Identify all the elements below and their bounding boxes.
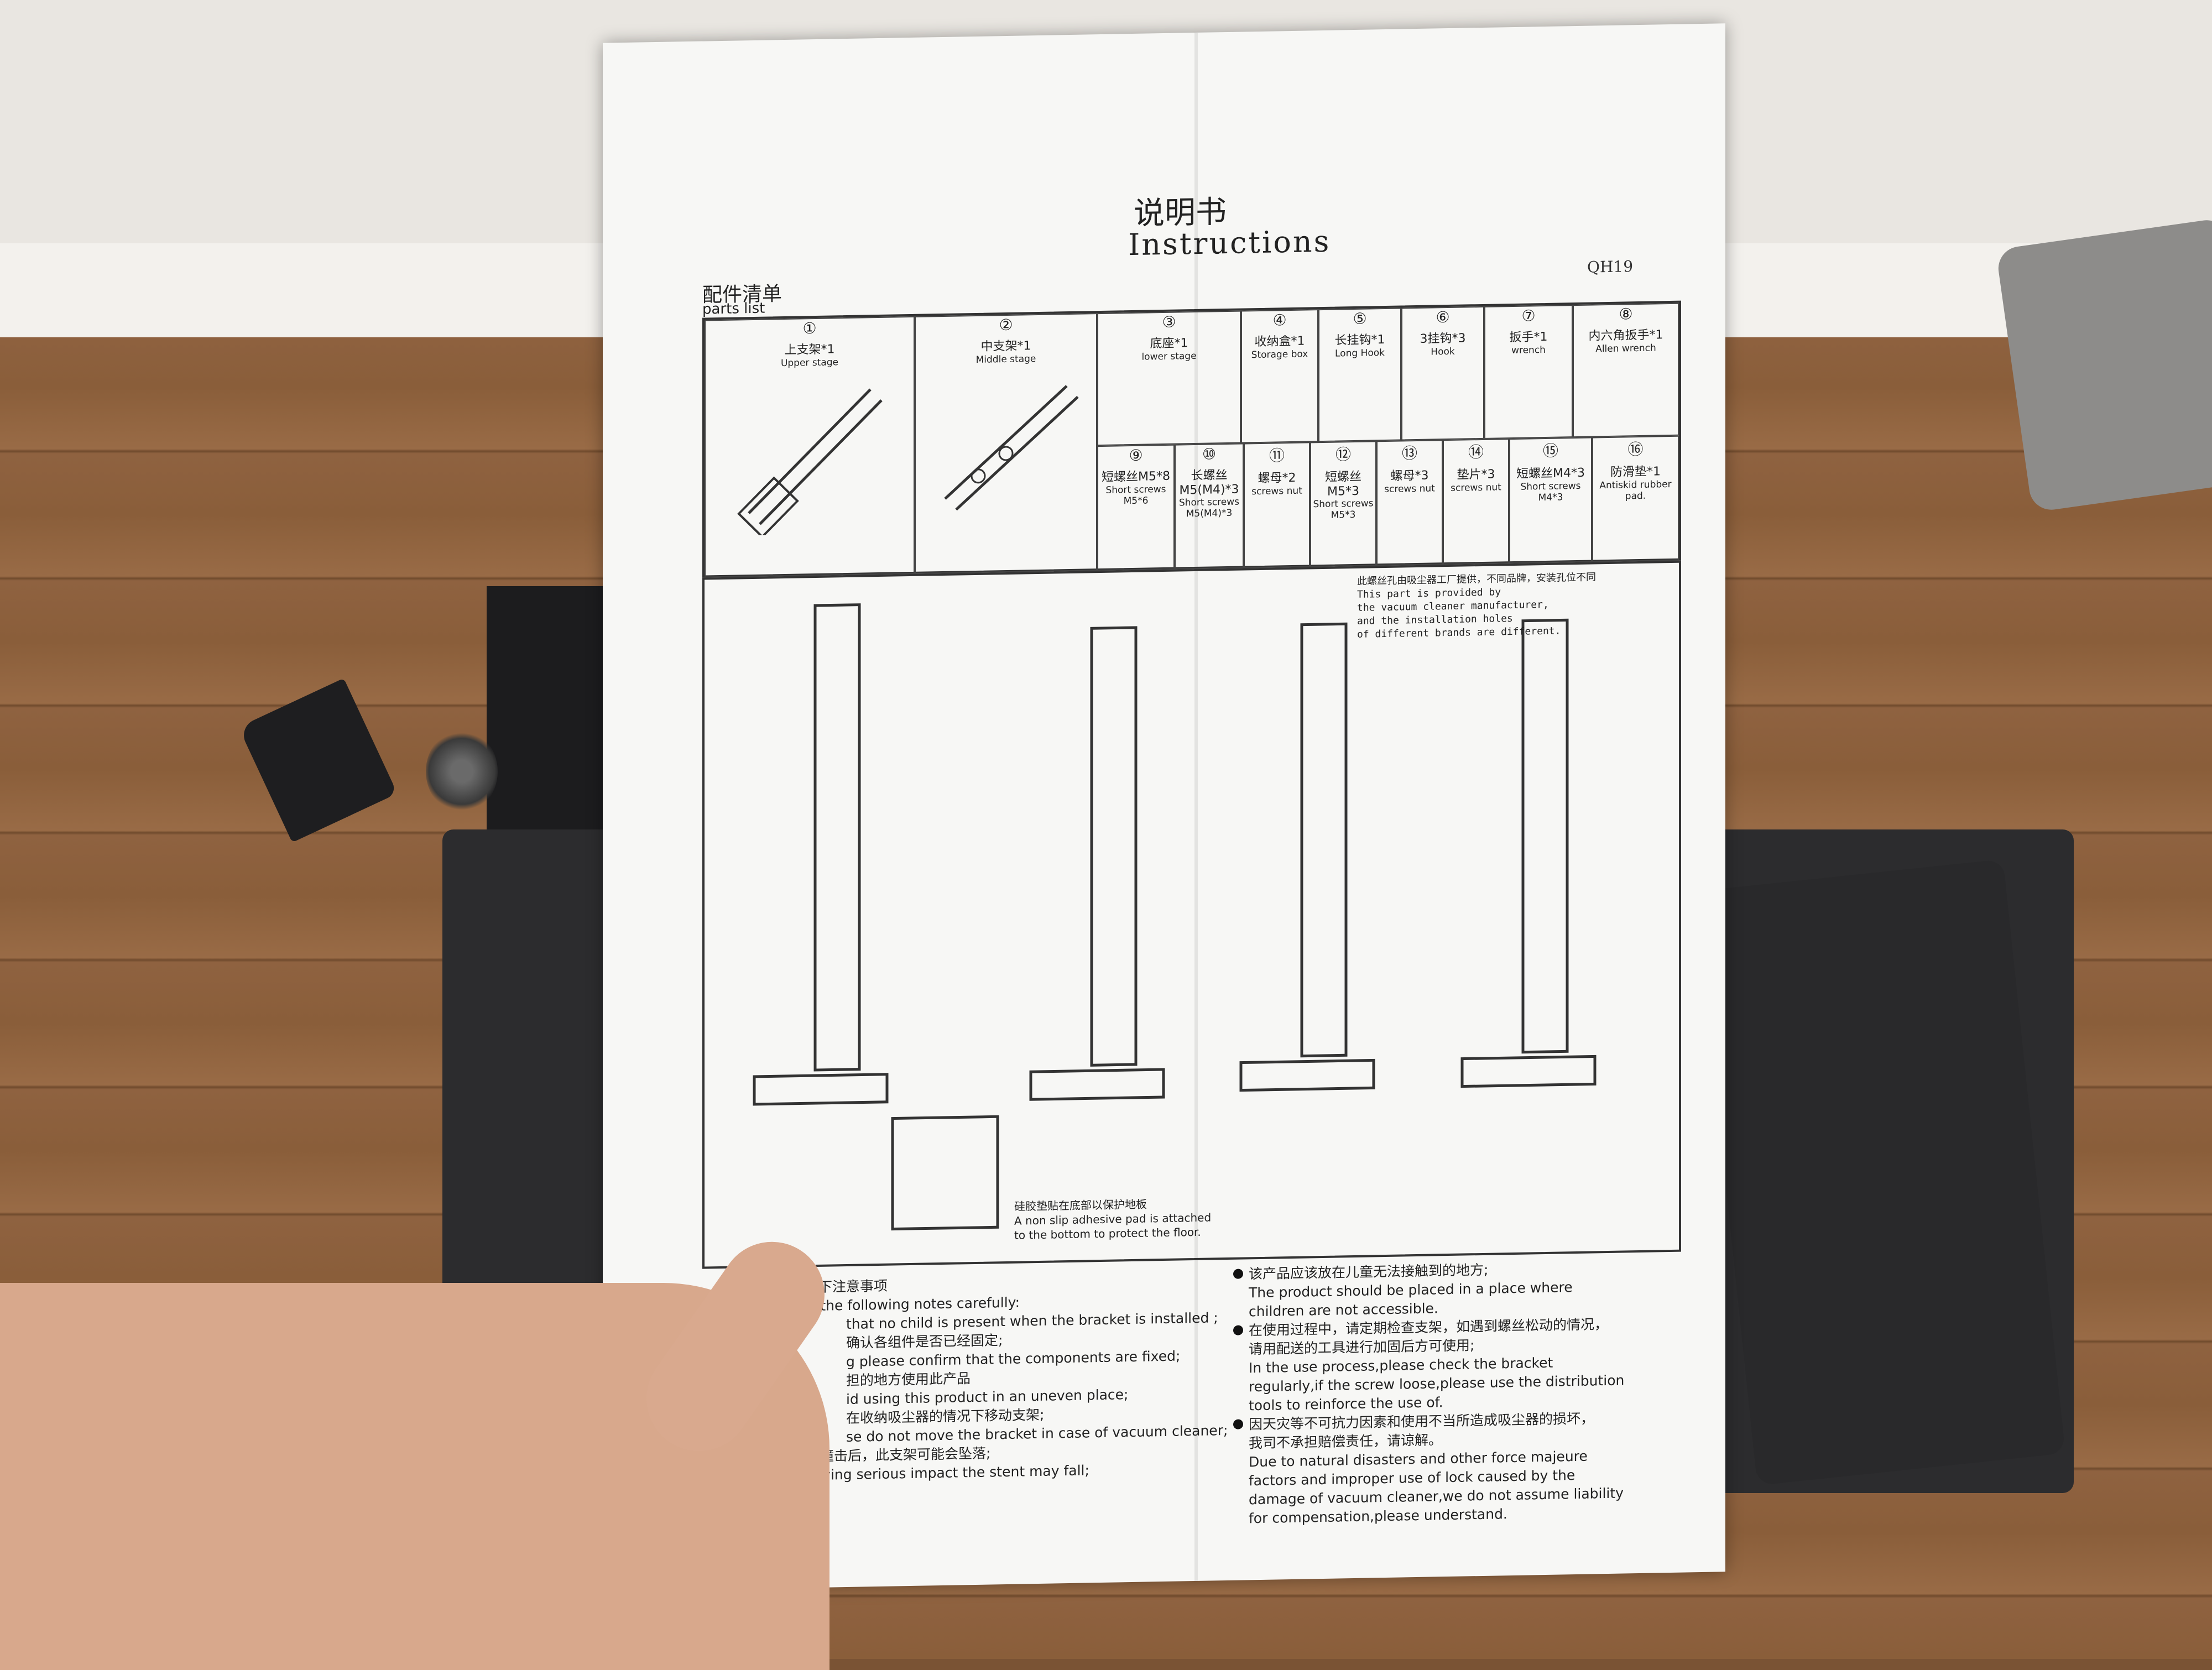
part-name-cn: 垫片*3 xyxy=(1457,467,1495,482)
part-name-cn: 扳手*1 xyxy=(1509,330,1548,345)
part-name-en: Short screws M5*3 xyxy=(1313,498,1374,521)
part-cell-11: ⑪ 螺母*2 screws nut xyxy=(1244,442,1310,568)
part-name-cn: 短螺丝M5*3 xyxy=(1324,469,1361,499)
part-number: ⑥ xyxy=(1436,307,1450,327)
part-number: ⑤ xyxy=(1353,309,1367,328)
instruction-sheet: 说明书 Instructions QH19 配件清单 parts list ① … xyxy=(603,23,1725,1591)
bullet-icon xyxy=(1233,1269,1243,1279)
part-cell-10: ⑩ 长螺丝M5(M4)*3 Short screws M5(M4)*3 xyxy=(1175,443,1244,570)
part-cell-14: ⑭ 垫片*3 screws nut xyxy=(1443,439,1509,565)
part-number: ⑨ xyxy=(1129,446,1143,465)
part-name-en: screws nut xyxy=(1251,485,1302,498)
part-name-cn: 短螺丝M5*8 xyxy=(1102,469,1170,484)
part-number: ① xyxy=(802,319,817,338)
part-cell-9: ⑨ 短螺丝M5*8 Short screws M5*6 xyxy=(1097,444,1175,571)
part-name-cn: 3挂钩*3 xyxy=(1420,331,1466,346)
parts-heading-english: parts list xyxy=(702,300,765,318)
part-cell-5: ⑤ 长挂钩*1 Long Hook xyxy=(1318,307,1401,442)
bullet-icon xyxy=(1233,1419,1243,1429)
title-english: Instructions xyxy=(1128,223,1331,263)
part-cell-16: ⑯ 防滑垫*1 Antiskid rubber pad. xyxy=(1592,435,1679,562)
notes-right-column: 该产品应该放在儿童无法接触到的地方; The product should be… xyxy=(1233,1258,1624,1528)
note-line: 该产品应该放在儿童无法接触到的地方; xyxy=(1249,1261,1489,1282)
screws-pile xyxy=(426,730,498,813)
part-name-en: Antiskid rubber pad. xyxy=(1599,478,1672,502)
part-cell-4: ④ 收纳盒*1 Storage box xyxy=(1241,309,1318,443)
parts-table: ① 上支架*1 Upper stage ② 中支架*1 Middle stage… xyxy=(702,300,1681,578)
part-name-en: screws nut xyxy=(1451,482,1501,494)
gray-rug xyxy=(1995,217,2212,513)
assembly-diagram: 此螺丝孔由吸尘器工厂提供，不同品牌，安装孔位不同 This part is pr… xyxy=(702,560,1681,1269)
part-cell-13: ⑬ 螺母*3 screws nut xyxy=(1376,440,1443,566)
part-number: ⑪ xyxy=(1269,446,1285,465)
part-name-cn: 螺母*3 xyxy=(1390,468,1429,483)
part-cell-8: ⑧ 内六角扳手*1 Allen wrench xyxy=(1573,302,1679,438)
part-number: ⑯ xyxy=(1627,440,1644,459)
part-number: ② xyxy=(999,315,1013,335)
part-name-en: Short screws M4*3 xyxy=(1520,480,1581,504)
part-cell-7: ⑦ 扳手*1 wrench xyxy=(1484,305,1573,439)
part-name-en: Storage box xyxy=(1251,348,1308,361)
part-number: ⑮ xyxy=(1542,441,1558,461)
part-cell-2: ② 中支架*1 Middle stage xyxy=(915,313,1097,574)
part-cell-15: ⑮ 短螺丝M4*3 Short screws M4*3 xyxy=(1509,437,1592,564)
part-name-en: wrench xyxy=(1511,344,1546,357)
upper-stage-drawing xyxy=(737,388,883,539)
part-name-en: Hook xyxy=(1431,346,1455,358)
part-name-cn: 底座*1 xyxy=(1150,336,1188,351)
part-cell-1: ① 上支架*1 Upper stage xyxy=(705,316,915,578)
part-name-cn: 螺母*2 xyxy=(1258,471,1296,486)
part-number: ⑭ xyxy=(1468,442,1484,462)
part-name-en: Short screws M5*6 xyxy=(1105,483,1166,507)
part-name-cn: 收纳盒*1 xyxy=(1254,334,1305,349)
part-cell-6: ⑥ 3挂钩*3 Hook xyxy=(1401,306,1484,441)
part-number: ⑦ xyxy=(1521,306,1536,325)
part-name-en: Allen wrench xyxy=(1595,342,1656,355)
part-name-cn: 防滑垫*1 xyxy=(1610,465,1661,479)
middle-stage-drawing xyxy=(944,385,1079,511)
model-number: QH19 xyxy=(1587,257,1634,276)
part-number: ⑬ xyxy=(1401,444,1417,463)
part-name-cn: 长螺丝M5(M4)*3 xyxy=(1179,468,1239,498)
part-number: ⑧ xyxy=(1619,305,1633,323)
part-name-en: Short screws M5(M4)*3 xyxy=(1178,496,1240,520)
part-name-cn: 内六角扳手*1 xyxy=(1588,328,1663,343)
part-name-en: Long Hook xyxy=(1335,347,1385,359)
part-name-cn: 长挂钩*1 xyxy=(1334,333,1385,348)
part-name-cn: 短螺丝M4*3 xyxy=(1516,466,1585,481)
part-number: ⑫ xyxy=(1335,445,1351,464)
part-number: ⑩ xyxy=(1202,445,1217,463)
bullet-icon xyxy=(1233,1325,1243,1335)
part-name-en: lower stage xyxy=(1141,350,1197,363)
part-cell-12: ⑫ 短螺丝M5*3 Short screws M5*3 xyxy=(1310,441,1376,567)
black-stand-frame xyxy=(1695,859,2065,1486)
part-name-en: screws nut xyxy=(1384,483,1435,495)
part-number: ③ xyxy=(1162,312,1176,332)
vacuum-note: 此螺丝孔由吸尘器工厂提供，不同品牌，安装孔位不同 This part is pr… xyxy=(1357,571,1596,641)
part-number: ④ xyxy=(1272,311,1287,330)
assembly-steps-drawing xyxy=(753,603,1597,1231)
part-cell-3: ③ 底座*1 lower stage xyxy=(1097,310,1241,446)
pad-note: 硅胶垫贴在底部以保护地板 A non slip adhesive pad is … xyxy=(1014,1196,1211,1243)
